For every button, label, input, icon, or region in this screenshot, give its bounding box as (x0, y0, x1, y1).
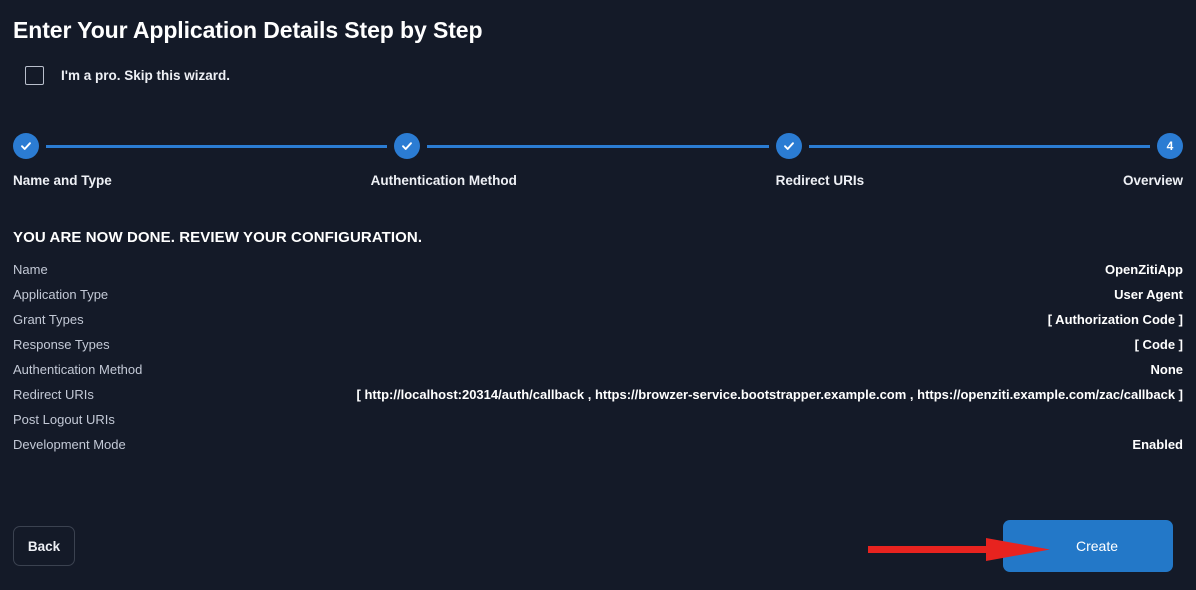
skip-wizard-label: I'm a pro. Skip this wizard. (61, 68, 230, 83)
step-node-2[interactable] (394, 133, 421, 159)
review-value: None (1150, 362, 1184, 377)
stepper-track: 4 (13, 129, 1183, 163)
step-node-1[interactable] (13, 133, 39, 159)
create-button[interactable]: Create (1003, 520, 1173, 572)
review-label: Name (13, 262, 48, 277)
review-heading: YOU ARE NOW DONE. REVIEW YOUR CONFIGURAT… (13, 229, 423, 246)
review-list: Name OpenZitiApp Application Type User A… (13, 262, 1183, 462)
stepper-connector-2 (427, 144, 769, 148)
review-row-authentication-method: Authentication Method None (13, 362, 1183, 387)
step-node-4[interactable]: 4 (1156, 133, 1183, 159)
skip-wizard-checkbox[interactable] (25, 66, 44, 85)
review-row-application-type: Application Type User Agent (13, 287, 1183, 312)
page-title: Enter Your Application Details Step by S… (13, 17, 483, 43)
review-row-name: Name OpenZitiApp (13, 262, 1183, 287)
review-label: Response Types (13, 337, 110, 352)
review-value: [ Code ] (1134, 337, 1183, 352)
wizard-footer: Back Create (13, 520, 1183, 572)
step-node-3[interactable] (775, 133, 802, 159)
review-value: Enabled (1132, 437, 1183, 452)
review-label: Grant Types (13, 312, 84, 327)
step-label-authentication-method[interactable]: Authentication Method (370, 173, 517, 188)
stepper-connector-3 (808, 144, 1150, 148)
stepper-connector-1 (46, 144, 388, 148)
review-row-redirect-uris: Redirect URIs [ http://localhost:20314/a… (13, 387, 1183, 412)
review-row-post-logout-uris: Post Logout URIs (13, 412, 1183, 437)
review-value: User Agent (1114, 287, 1183, 302)
review-value: [ Authorization Code ] (1047, 312, 1183, 327)
step-label-name-and-type[interactable]: Name and Type (13, 173, 112, 188)
review-label: Authentication Method (13, 362, 143, 377)
wizard-stepper: 4 Name and Type Authentication Method Re… (13, 129, 1183, 195)
review-row-development-mode: Development Mode Enabled (13, 437, 1183, 462)
review-label: Application Type (13, 287, 109, 302)
review-row-grant-types: Grant Types [ Authorization Code ] (13, 312, 1183, 337)
review-label: Post Logout URIs (13, 412, 115, 427)
step-label-overview[interactable]: Overview (1122, 173, 1183, 188)
review-value: OpenZitiApp (1105, 262, 1183, 277)
review-label: Development Mode (13, 437, 126, 452)
review-label: Redirect URIs (13, 387, 94, 402)
skip-wizard-row[interactable]: I'm a pro. Skip this wizard. (13, 66, 1183, 85)
review-value: [ http://localhost:20314/auth/callback ,… (356, 387, 1183, 402)
step-label-redirect-uris[interactable]: Redirect URIs (775, 173, 865, 188)
stepper-labels: Name and Type Authentication Method Redi… (13, 173, 1183, 188)
back-button[interactable]: Back (13, 526, 75, 566)
review-row-response-types: Response Types [ Code ] (13, 337, 1183, 362)
